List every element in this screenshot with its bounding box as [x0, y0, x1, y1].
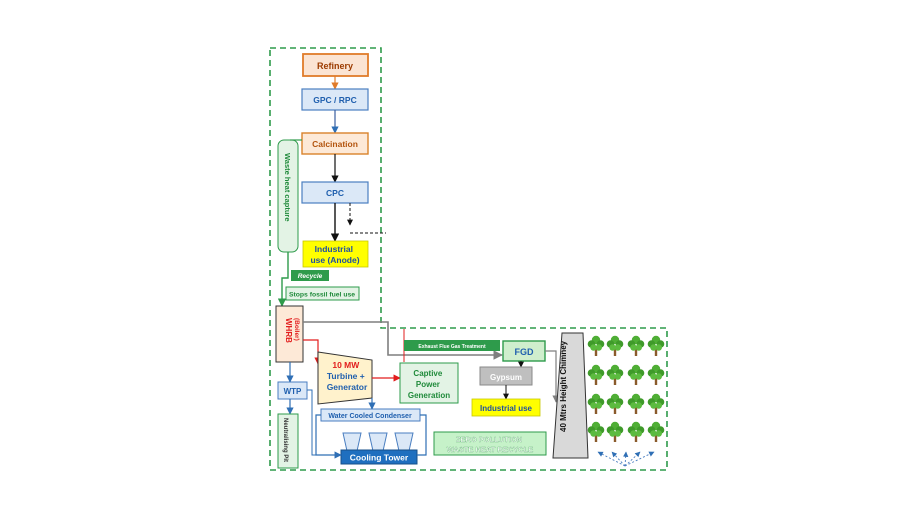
captive-power-node: Captive Power Generation: [399, 362, 459, 404]
chimney-label: 40 Mtrs Height Chimney: [559, 340, 568, 432]
cpc-label: CPC: [326, 188, 344, 198]
gpc-rpc-label: GPC / RPC: [313, 95, 356, 105]
svg-text:Industrial use (Anode): Industrial use (Anode): [310, 244, 359, 265]
industrial-use-node: Industrial use: [471, 398, 541, 417]
captive-label-2: Power: [416, 380, 440, 389]
gypsum-node: Gypsum: [479, 366, 533, 386]
svg-text:10 MW Turbine + Ge: 10 MW Turbine + Generator: [327, 360, 368, 392]
calcination-label: Calcination: [312, 139, 358, 149]
site-boundary: [269, 47, 668, 471]
fgd-label: FGD: [515, 347, 534, 357]
gypsum-label: Gypsum: [490, 373, 522, 382]
zero-pollution-label-1: ZERO POLLUTION: [456, 435, 522, 444]
gpc-rpc-node: GPC / RPC: [301, 88, 369, 111]
calcination-node: Calcination: [301, 132, 369, 155]
neutralising-pit-label: Neutralising Pit: [282, 418, 288, 462]
fgd-node: FGD: [502, 340, 546, 362]
turbine-generator-node: 10 MW Turbine + Generator: [317, 351, 373, 405]
industrial-anode-label-1: Industrial: [315, 244, 353, 254]
refinery-label: Refinery: [317, 61, 353, 71]
industrial-use-label: Industrial use: [480, 404, 533, 413]
exhaust-treatment-node: Exhaust Flue Gas Treatment: [404, 340, 500, 351]
captive-label-3: Generation: [408, 391, 450, 400]
captive-label-1: Captive: [413, 369, 442, 378]
waste-heat-capture-node: Waste heat capture: [277, 139, 299, 253]
cooling-tower-cells: [342, 432, 414, 452]
cooling-tower-node: Cooling Tower: [340, 449, 418, 465]
stops-fossil-node: Stops fossil fuel use: [285, 286, 360, 301]
whrb-node: WHRB (Boiler): [275, 305, 304, 363]
turbine-label-1: 10 MW: [332, 360, 360, 370]
whrb-sub-label: (Boiler): [293, 318, 300, 341]
waste-heat-capture-label: Waste heat capture: [283, 153, 292, 222]
recycle-label: Recycle: [298, 273, 323, 280]
whrb-label: WHRB: [284, 318, 293, 343]
dispersion-arrows: [597, 451, 655, 467]
svg-text:ZERO POLLUTION WASTE HEA: ZERO POLLUTION WASTE HEAT RECYCLE: [447, 435, 534, 454]
industrial-anode-node: Industrial use (Anode): [302, 240, 369, 268]
water-condenser-label: Water Cooled Condenser: [328, 413, 412, 420]
exhaust-treatment-label: Exhaust Flue Gas Treatment: [418, 344, 486, 350]
turbine-label-3: Generator: [327, 382, 368, 392]
cooling-tower-label: Cooling Tower: [350, 453, 409, 463]
zero-pollution-node: ZERO POLLUTION WASTE HEAT RECYCLE: [433, 431, 547, 456]
tree-grid: [587, 335, 665, 442]
chimney-node: 40 Mtrs Height Chimney: [552, 332, 589, 459]
recycle-badge: Recycle: [291, 270, 329, 281]
industrial-anode-label-2: use (Anode): [310, 255, 359, 265]
wtp-label: WTP: [284, 387, 302, 396]
stops-fossil-label: Stops fossil fuel use: [289, 292, 355, 299]
zero-pollution-label-2: WASTE HEAT RECYCLE: [447, 445, 534, 454]
neutralising-pit-node: Neutralising Pit: [277, 413, 299, 469]
refinery-node: Refinery: [302, 53, 369, 77]
wtp-node: WTP: [277, 381, 308, 400]
turbine-label-2: Turbine +: [327, 371, 365, 381]
cpc-node: CPC: [301, 181, 369, 204]
water-condenser-node: Water Cooled Condenser: [320, 408, 421, 422]
svg-text:Captive Power Gene: Captive Power Generation: [408, 369, 450, 400]
